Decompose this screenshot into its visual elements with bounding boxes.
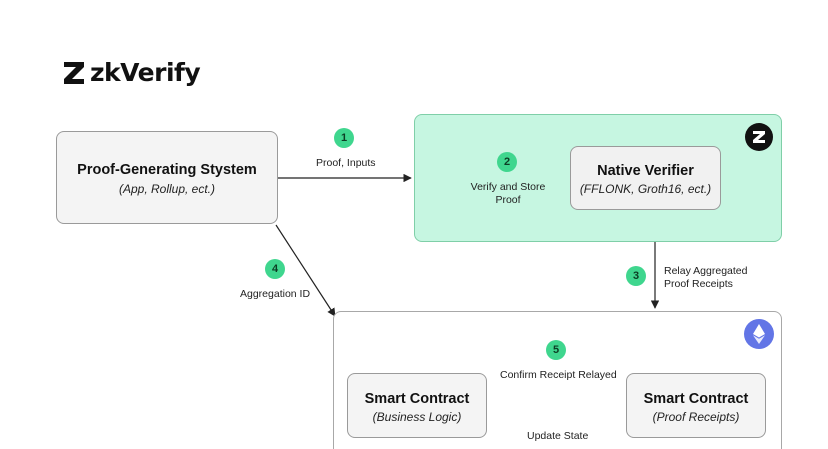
zkverify-logo: zkVerify [62, 58, 201, 87]
native-verifier-subtitle: (FFLONK, Groth16, ect.) [579, 182, 712, 196]
native-verifier-title: Native Verifier [597, 163, 694, 179]
business-contract-subtitle: (Business Logic) [372, 410, 462, 424]
proof-system-box: Proof-Generating Stystem (App, Rollup, e… [56, 131, 278, 224]
step-4-label: Aggregation ID [240, 288, 311, 300]
step-1-badge: 1 [334, 128, 354, 148]
zkverify-logo-icon [64, 61, 84, 84]
step-3-badge: 3 [626, 266, 646, 286]
native-verifier-box: Native Verifier (FFLONK, Groth16, ect.) [570, 146, 721, 210]
step-1-label: Proof, Inputs [316, 157, 376, 169]
step-4-badge: 4 [265, 259, 285, 279]
proof-system-title: Proof-Generating Stystem [77, 162, 257, 178]
zkverify-logo-icon [753, 131, 765, 143]
receipts-contract-subtitle: (Proof Receipts) [652, 410, 740, 424]
ethereum-panel-icon [744, 319, 774, 349]
receipts-contract-title: Smart Contract [643, 391, 749, 407]
step-2-badge: 2 [497, 152, 517, 172]
zkverify-panel-icon [745, 123, 773, 151]
ethereum-icon [753, 324, 765, 344]
arrow-aggregation-id [275, 224, 336, 317]
proof-system-subtitle: (App, Rollup, ect.) [118, 182, 216, 196]
step-3-label-line-1: Relay Aggregated [664, 265, 748, 277]
business-contract-title: Smart Contract [364, 391, 470, 407]
step-3-label-line-2: Proof Receipts [664, 278, 733, 290]
business-contract-box: Smart Contract (Business Logic) [347, 373, 487, 438]
receipts-contract-box: Smart Contract (Proof Receipts) [626, 373, 766, 438]
step-2-label-line-1: Verify and Store [470, 181, 546, 193]
step-2-label-line-2: Proof [495, 194, 521, 206]
brand-name: zkVerify [90, 58, 201, 87]
step-5-badge: 5 [546, 340, 566, 360]
step-5-label: Confirm Receipt Relayed [500, 369, 617, 381]
update-state-label: Update State [527, 430, 589, 442]
